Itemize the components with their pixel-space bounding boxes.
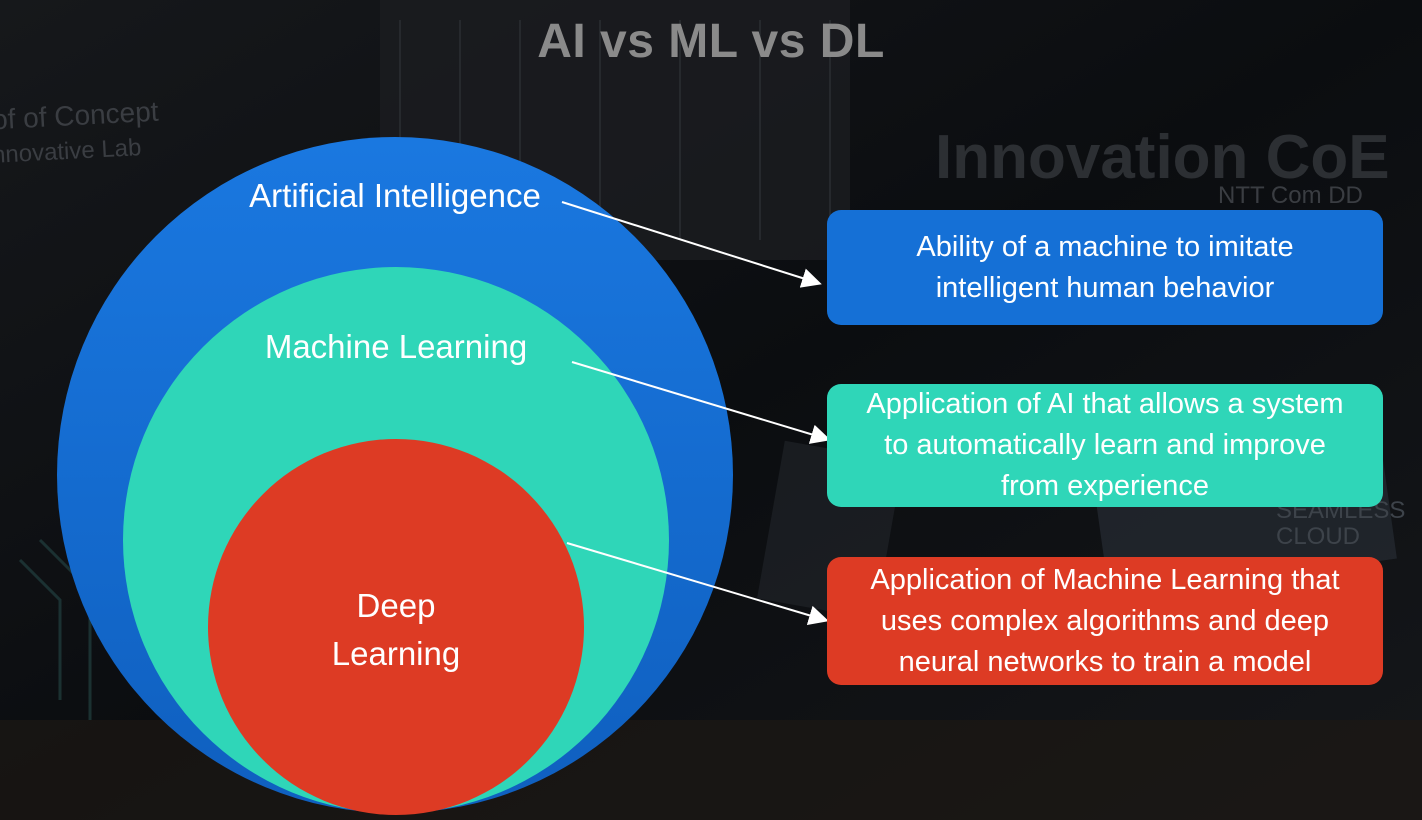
circle-dl [208, 439, 584, 815]
arrow-ai [561, 201, 822, 288]
arrow-dl [566, 542, 829, 626]
page-title: AI vs ML vs DL [537, 15, 885, 68]
description-ai-text: Ability of a machine to imitate intellig… [916, 230, 1294, 304]
description-ml-text: Application of AI that allows a system t… [866, 388, 1344, 502]
description-dl-text: Application of Machine Learning that use… [870, 563, 1340, 678]
label-ai: Artificial Intelligence [249, 177, 541, 214]
arrow-ml [571, 361, 831, 444]
label-ml: Machine Learning [265, 328, 527, 365]
background-sign-ntt: NTT Com DD [1218, 182, 1363, 209]
description-ai-box: Ability of a machine to imitate intellig… [827, 210, 1383, 325]
description-ml-box: Application of AI that allows a system t… [827, 384, 1383, 507]
background-sign-innovation: Innovation CoE [935, 123, 1390, 192]
label-dl-line2: Learning [332, 635, 460, 672]
label-dl-line1: Deep [357, 587, 436, 624]
description-dl-box: Application of Machine Learning that use… [827, 557, 1383, 685]
